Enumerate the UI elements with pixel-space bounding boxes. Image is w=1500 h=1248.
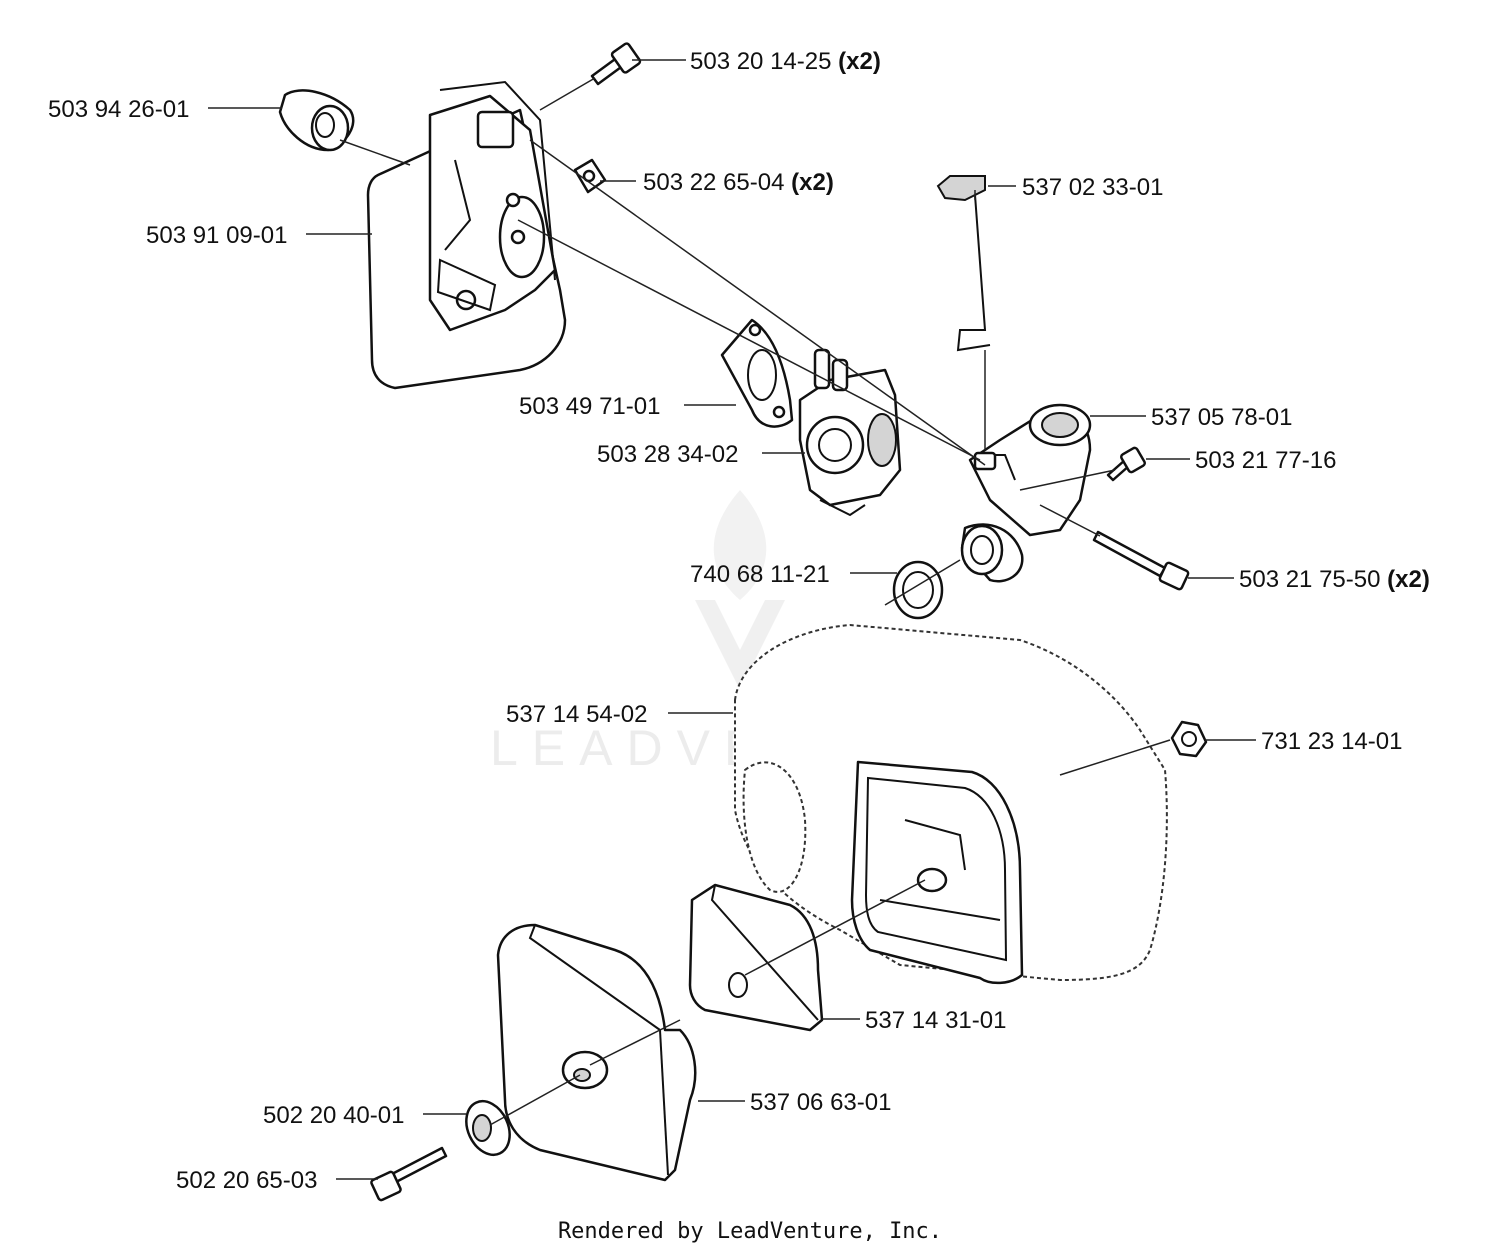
seal-ring-drawing — [892, 560, 944, 620]
boot-drawing — [278, 89, 355, 152]
callout-label-11: 537 14 54-02 — [506, 701, 647, 728]
callout-labels: 503 20 14-25 (x2) 503 94 26-01 503 22 65… — [48, 48, 1430, 1194]
callout-label-2: 503 22 65-04 (x2) — [643, 169, 834, 196]
filter-element-drawing — [688, 883, 824, 1032]
gasket-drawing — [720, 318, 794, 428]
callout-label-7: 503 21 77-16 — [1195, 447, 1336, 474]
long-bolt-drawing — [1092, 530, 1190, 591]
callout-label-12: 731 23 14-01 — [1261, 728, 1402, 755]
filter-cover-drawing — [496, 923, 697, 1182]
callout-label-16: 502 20 65-03 — [176, 1167, 317, 1194]
callout-label-13: 537 14 31-01 — [865, 1007, 1006, 1034]
callout-label-6: 503 49 71-01 — [519, 393, 660, 420]
screw-top-drawing — [590, 42, 642, 86]
square-nut-drawing — [573, 158, 607, 194]
callout-label-10: 503 21 75-50 (x2) — [1239, 566, 1430, 593]
carburetor-drawing — [798, 348, 902, 517]
callout-label-3: 537 02 33-01 — [1022, 174, 1163, 201]
callout-label-14: 537 06 63-01 — [750, 1089, 891, 1116]
knob-drawing — [465, 1100, 511, 1156]
screw-bottom-drawing — [370, 1146, 448, 1202]
adapter-boot-drawing — [960, 523, 1024, 583]
callout-label-4: 503 91 09-01 — [146, 222, 287, 249]
footer-credit: Rendered by LeadVenture, Inc. — [558, 1219, 942, 1244]
callout-label-0: 503 20 14-25 (x2) — [690, 48, 881, 75]
screw-mid-drawing — [1106, 446, 1146, 482]
explode-lines — [339, 77, 1171, 1126]
callout-label-8: 503 28 34-02 — [597, 441, 738, 468]
leader-lines — [208, 59, 1256, 1180]
callout-label-5: 537 05 78-01 — [1151, 404, 1292, 431]
cover-plate-drawing — [366, 80, 567, 390]
hex-nut-drawing — [1170, 720, 1208, 758]
intake-adapter-drawing — [968, 403, 1092, 537]
callout-label-15: 502 20 40-01 — [263, 1102, 404, 1129]
choke-lever-drawing — [936, 175, 991, 352]
callout-label-1: 503 94 26-01 — [48, 96, 189, 123]
callout-label-9: 740 68 11-21 — [690, 561, 830, 588]
filter-housing-drawing — [734, 623, 1168, 985]
